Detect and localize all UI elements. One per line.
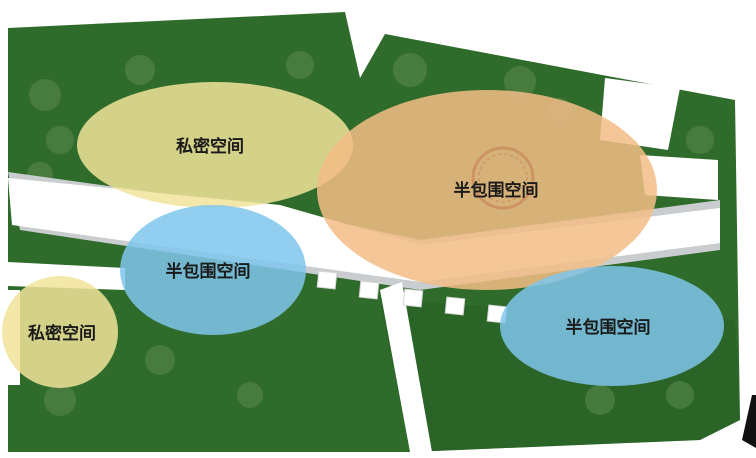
paver — [444, 296, 466, 316]
north-arrow-icon — [742, 395, 756, 448]
shrub-icon — [585, 385, 615, 415]
shrub-icon — [686, 126, 714, 154]
paved-circle-inner — [478, 153, 528, 203]
paved-circle — [471, 146, 535, 210]
zone-label-private-upper-left: 私密空间 — [176, 136, 244, 157]
zone-labels: 私密空间 半包围空间 半包围空间 私密空间 半包围空间 — [28, 136, 651, 344]
zone-semi-enclosed-right — [500, 266, 724, 386]
shrub-icon — [125, 55, 155, 85]
zone-semi-enclosed-center — [317, 90, 657, 290]
zone-label-private-lower-left: 私密空间 — [28, 323, 96, 344]
center-paved-feature — [471, 146, 535, 210]
north-arrow-glyph — [742, 395, 756, 448]
path-right-step — [640, 155, 718, 200]
zone-overlays — [2, 82, 724, 388]
shrub-icon — [393, 53, 427, 87]
shrub-icon — [29, 79, 61, 111]
zone-private-lower-left — [2, 276, 118, 388]
paver — [316, 270, 338, 290]
zone-semi-enclosed-left — [120, 205, 306, 335]
shrub-icon — [286, 51, 314, 79]
shrub-icon — [44, 384, 76, 416]
shrub-decorations — [27, 51, 714, 416]
shrub-icon — [504, 66, 536, 98]
shrub-icon — [145, 345, 175, 375]
path-vertical — [380, 282, 432, 452]
zone-private-upper-left — [77, 82, 353, 208]
shrub-icon — [666, 381, 694, 409]
paver — [358, 280, 380, 300]
zone-label-semi-enclosed-right: 半包围空间 — [566, 317, 651, 338]
shrub-icon — [237, 382, 263, 408]
paver — [402, 288, 424, 308]
zone-label-semi-enclosed-left: 半包围空间 — [166, 261, 251, 282]
shrub-icon — [46, 126, 74, 154]
zone-label-semi-enclosed-center: 半包围空间 — [454, 180, 539, 201]
